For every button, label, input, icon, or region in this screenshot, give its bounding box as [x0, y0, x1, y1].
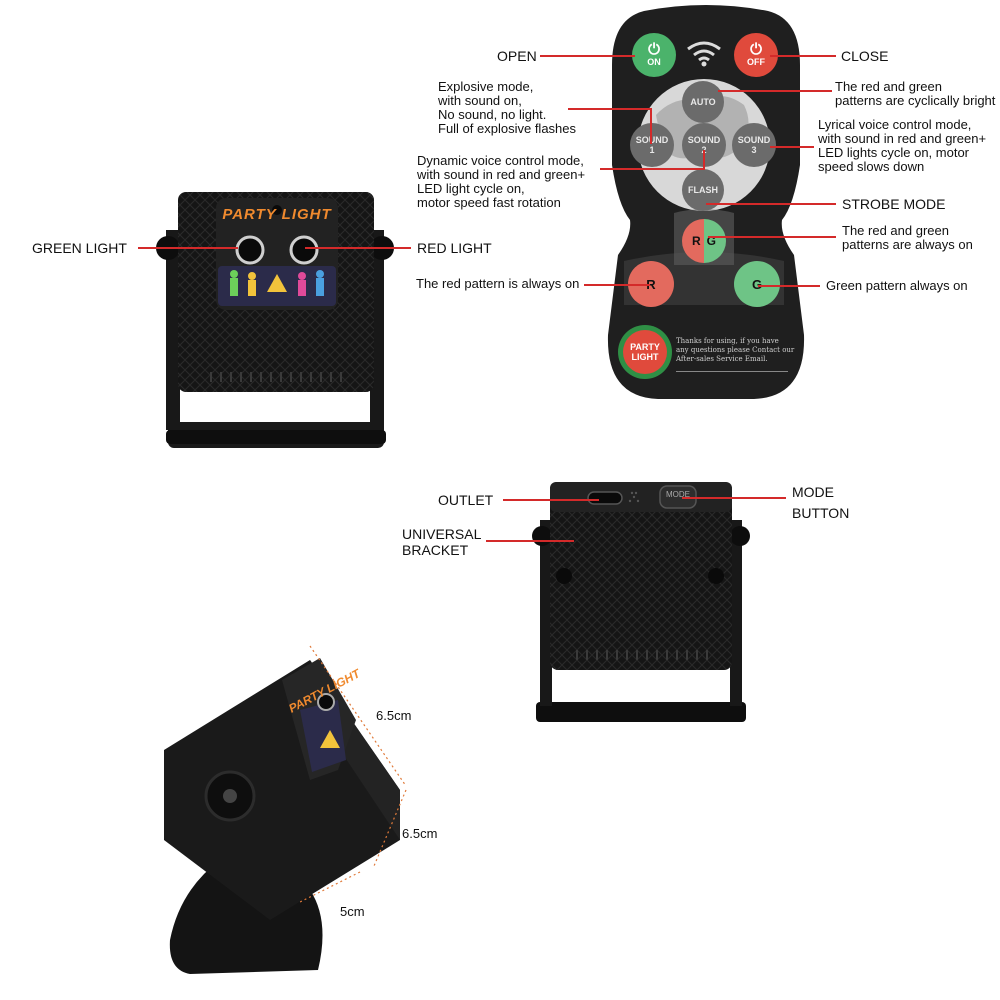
leader-line	[600, 168, 704, 170]
sound1-button[interactable]: SOUND 1	[630, 123, 674, 167]
device-angled: PARTY LIGHT	[160, 640, 410, 980]
callout-green-light: GREEN LIGHT	[32, 240, 127, 256]
callout-red-always: The red pattern is always on	[416, 276, 580, 291]
remote-logo: PARTY LIGHT	[618, 325, 672, 379]
callout-explosive: Explosive mode, with sound on, No sound,…	[438, 79, 577, 136]
leader-line	[708, 236, 836, 238]
device-front-body	[156, 192, 394, 448]
device-back-body	[532, 482, 750, 722]
callout-mode-button: MODE BUTTON	[792, 484, 850, 521]
leader-line	[718, 90, 832, 92]
leader-line	[540, 55, 635, 57]
callout-strobe: STROBE MODE	[842, 196, 946, 212]
leader-line	[305, 247, 411, 249]
leader-line	[503, 499, 599, 501]
auto-button[interactable]: AUTO	[682, 81, 724, 123]
device-angled-body	[164, 658, 400, 974]
callout-open: OPEN	[497, 48, 537, 64]
callout-auto: The red and green patterns are cyclicall…	[835, 79, 996, 108]
callout-green-always: Green pattern always on	[826, 278, 968, 293]
power-icon: ⏻	[648, 41, 660, 58]
device-logo: PARTY LIGHT	[222, 206, 332, 223]
dimension-depth: 5cm	[340, 904, 365, 919]
remote-footer: Thanks for using, if you have any questi…	[676, 337, 795, 363]
power-icon: ⏻	[750, 41, 762, 58]
dimension-height: 6.5cm	[376, 708, 412, 723]
remote-control: ⏻ ON ⏻ OFF AUTO SOUND 1 SOUND 2 SOUND 3 …	[604, 5, 808, 401]
device-front: PARTY LIGHT	[150, 190, 400, 456]
on-button[interactable]: ⏻ ON	[632, 33, 676, 77]
dimension-lines	[300, 645, 407, 903]
leader-line	[770, 55, 836, 57]
rg-button[interactable]: R G	[682, 219, 726, 263]
callout-universal-bracket: UNIVERSAL BRACKET	[402, 526, 482, 558]
callout-outlet: OUTLET	[438, 492, 494, 508]
leader-line	[650, 108, 652, 144]
dimension-width: 6.5cm	[402, 826, 438, 841]
leader-line	[706, 203, 836, 205]
leader-line	[682, 497, 786, 499]
callout-lyrical: Lyrical voice control mode, with sound i…	[818, 117, 987, 174]
leader-line	[703, 150, 705, 170]
sound3-button[interactable]: SOUND 3	[732, 123, 776, 167]
leader-line	[486, 540, 574, 542]
callout-dynamic: Dynamic voice control mode, with sound i…	[417, 153, 586, 210]
leader-line	[770, 146, 814, 148]
device-back: MODE	[532, 480, 750, 724]
mode-button[interactable]: MODE	[666, 490, 690, 499]
leader-line	[758, 285, 820, 287]
callout-red-light: RED LIGHT	[417, 240, 492, 256]
callout-rg: The red and green patterns are always on	[842, 223, 973, 252]
wifi-icon	[687, 41, 721, 67]
leader-line	[568, 108, 650, 110]
leader-line	[138, 247, 238, 249]
divider	[676, 371, 788, 372]
leader-line	[584, 284, 650, 286]
green-button[interactable]: G	[734, 261, 780, 307]
callout-close: CLOSE	[841, 48, 889, 64]
